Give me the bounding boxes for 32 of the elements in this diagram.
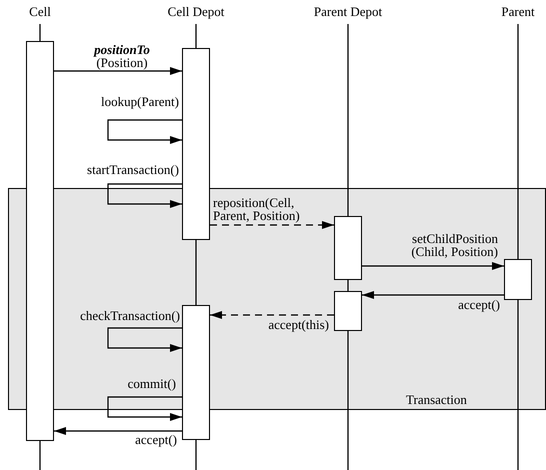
- message-label: accept(this): [267, 318, 329, 331]
- message-arrow: [210, 221, 334, 229]
- activation-bar: [334, 216, 362, 280]
- message-label: positionTo (Position): [92, 43, 151, 69]
- message-label: checkTransaction(): [79, 309, 180, 322]
- message-label: accept(): [134, 433, 177, 446]
- message-arrow: [54, 67, 182, 75]
- lifeline-title: Cell: [24, 4, 56, 20]
- activation-bar: [182, 305, 210, 440]
- region-title: Transaction: [406, 392, 467, 408]
- activation-bar: [26, 41, 54, 441]
- message-arrow: [362, 291, 504, 299]
- message-arrow: [54, 427, 182, 435]
- message-arrow: [210, 311, 334, 319]
- message-label: lookup(Parent): [100, 95, 179, 108]
- activation-bar: [182, 48, 210, 240]
- message-label: startTransaction(): [86, 163, 179, 176]
- activation-bar: [334, 291, 362, 331]
- self-message-arrow: [107, 327, 182, 352]
- message-label: commit(): [126, 377, 176, 390]
- activation-bar: [504, 259, 532, 300]
- self-message-arrow: [107, 183, 182, 208]
- self-message-arrow: [107, 396, 182, 421]
- lifeline-title: Parent: [495, 4, 541, 20]
- transaction-region: [8, 188, 546, 410]
- message-label: setChildPosition (Child, Position): [410, 232, 498, 258]
- lifeline-title: Parent Depot: [300, 4, 396, 20]
- lifeline-title: Cell Depot: [160, 4, 232, 20]
- self-message-arrow: [107, 119, 182, 144]
- message-label: accept(): [457, 298, 500, 311]
- message-label: reposition(Cell, Parent, Position): [213, 196, 301, 222]
- message-arrow: [362, 262, 504, 270]
